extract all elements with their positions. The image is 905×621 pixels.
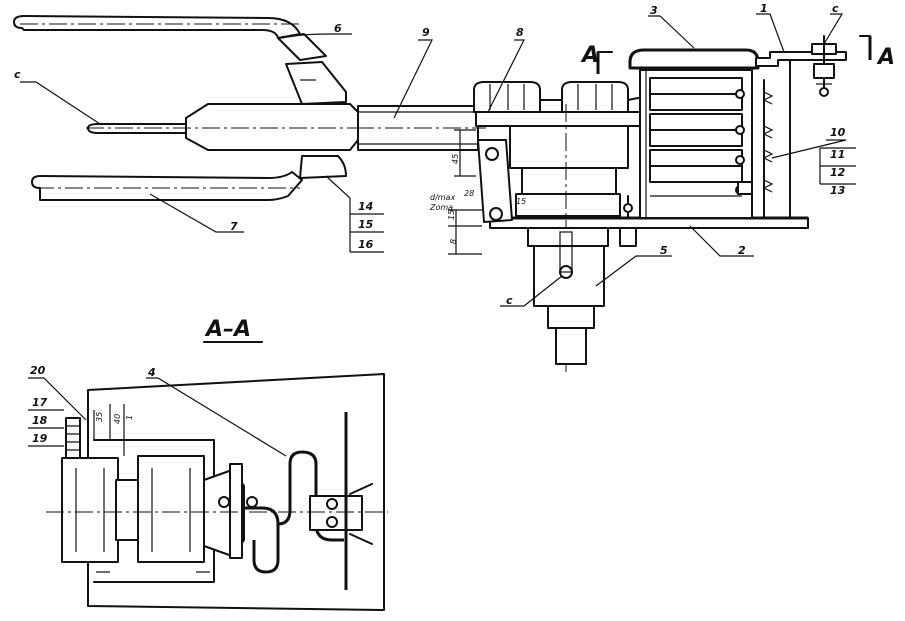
callout-6: 6 — [334, 22, 342, 35]
lower-cylinder-5 — [527, 227, 609, 365]
callout-4: 4 — [147, 366, 156, 379]
callout-8: 8 — [516, 26, 524, 39]
shaft-9 — [356, 105, 486, 151]
lever-bracket — [448, 129, 513, 255]
callout-9: 9 — [422, 26, 430, 39]
callout-c-left: c — [14, 68, 21, 81]
callout-11: 11 — [830, 148, 845, 161]
dim-8: 8 — [449, 239, 458, 244]
callout-12: 12 — [830, 166, 846, 179]
callout-10: 10 — [830, 126, 846, 139]
section-marker-left: A — [580, 43, 599, 68]
middle-arm — [86, 103, 362, 151]
section-line-a-a: A A — [580, 35, 895, 74]
plate-bolts — [619, 195, 637, 247]
aa-dim-2: 40 — [113, 414, 122, 424]
callout-7: 7 — [230, 220, 238, 233]
dim-15: 15 — [447, 210, 456, 220]
aa-dim-3: 1 — [125, 415, 134, 420]
base-plate-2 — [475, 104, 809, 372]
bracket-1 — [755, 35, 847, 97]
callout-3: 3 — [650, 4, 658, 17]
callout-14: 14 — [358, 200, 373, 213]
section-title: A–A — [204, 317, 251, 342]
aa-dim-1: 35 — [95, 412, 104, 422]
upper-arm-6 — [13, 15, 347, 105]
callout-19: 19 — [32, 432, 48, 445]
dim-28: 28 — [464, 189, 474, 198]
callout-1: 1 — [760, 2, 768, 15]
callouts-section: 20 4 17 18 19 — [30, 364, 156, 445]
callout-15: 15 — [358, 218, 374, 231]
housing-3 — [628, 48, 760, 219]
callouts-top: 6 c 7 9 8 3 1 c 10 11 12 13 14 15 16 2 5… — [14, 2, 846, 307]
callout-18: 18 — [32, 414, 48, 427]
callout-c-top-right: c — [832, 2, 839, 15]
dim-15-2: 15 — [516, 197, 526, 206]
callout-20: 20 — [30, 364, 46, 377]
callout-5: 5 — [660, 244, 668, 257]
note-line-1: d/max — [430, 193, 455, 202]
lower-arm-7 — [31, 155, 347, 201]
callout-17: 17 — [32, 396, 48, 409]
callout-2: 2 — [738, 244, 746, 257]
note-line-2: Zoma — [429, 203, 453, 212]
section-marker-right: A — [876, 45, 895, 70]
terminal-strip — [735, 59, 791, 219]
leader-lines — [20, 13, 856, 307]
dimension-notes: 45 15 8 28 15 d/max Zoma — [429, 154, 526, 244]
callout-13: 13 — [830, 184, 846, 197]
section-view-a-a: 35 40 1 — [28, 373, 388, 611]
callout-16: 16 — [358, 238, 374, 251]
insulators-8 — [473, 81, 649, 113]
callout-c-bottom: c — [506, 294, 513, 307]
dim-45: 45 — [451, 154, 460, 164]
